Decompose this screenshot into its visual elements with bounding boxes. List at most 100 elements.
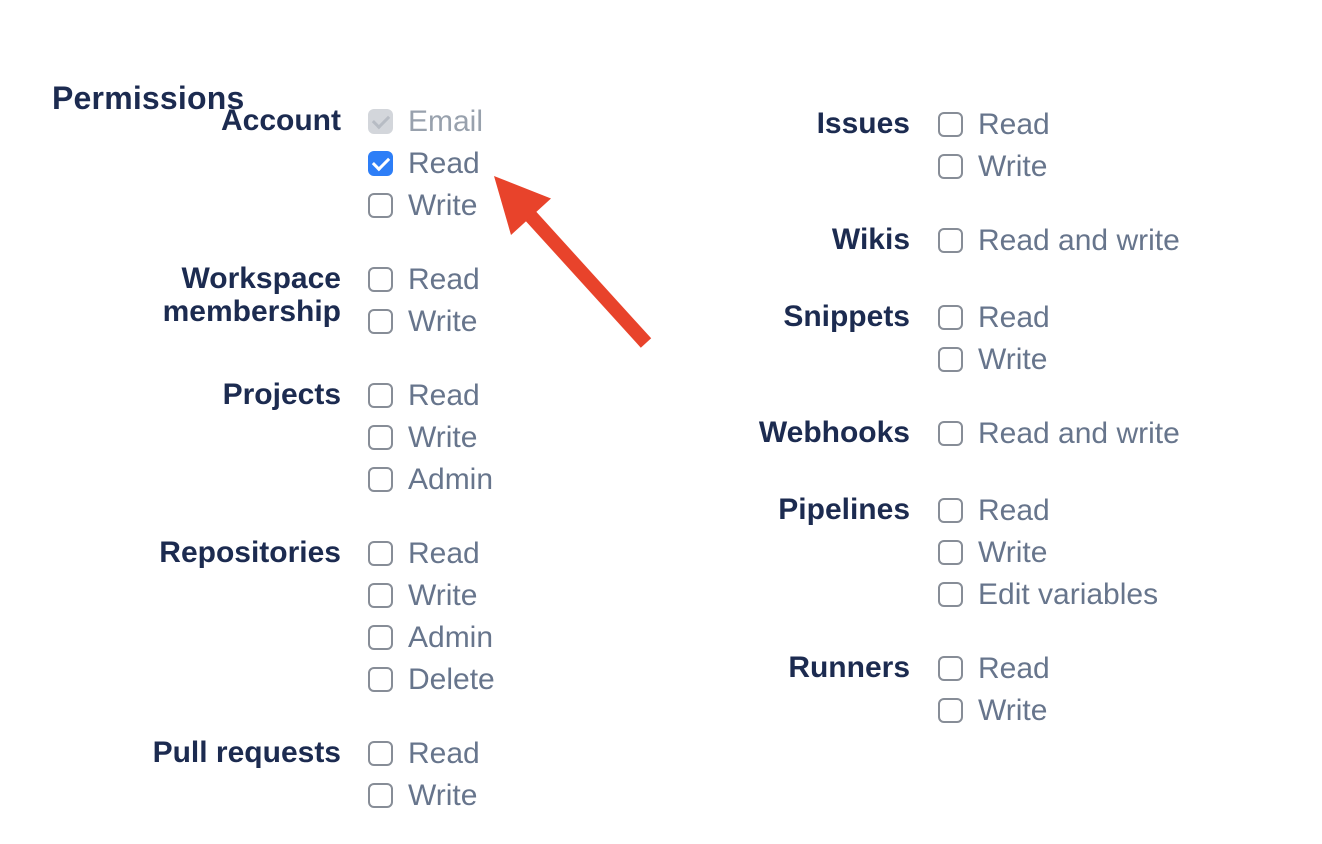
snippets-write-label[interactable]: Write	[978, 342, 1048, 376]
wikis-read-and-write-label[interactable]: Read and write	[978, 223, 1180, 257]
webhooks-read-and-write-label[interactable]: Read and write	[978, 416, 1180, 450]
workspace-membership-read-checkbox[interactable]	[368, 267, 393, 292]
repositories-delete-label[interactable]: Delete	[408, 662, 495, 696]
snippets-write-checkbox[interactable]	[938, 347, 963, 372]
option-row-pipelines-read: Read	[938, 493, 1158, 527]
runners-read-checkbox[interactable]	[938, 656, 963, 681]
issues-read-label[interactable]: Read	[978, 107, 1050, 141]
option-row-repositories-write: Write	[368, 578, 495, 612]
pull-requests-read-label[interactable]: Read	[408, 736, 480, 770]
account-read-checkbox[interactable]	[368, 151, 393, 176]
workspace-membership-write-label[interactable]: Write	[408, 304, 478, 338]
pull-requests-read-checkbox[interactable]	[368, 741, 393, 766]
option-row-snippets-write: Write	[938, 342, 1050, 376]
projects-admin-checkbox[interactable]	[368, 467, 393, 492]
option-row-pipelines-edit-variables: Edit variables	[938, 577, 1159, 611]
pull-requests-write-checkbox[interactable]	[368, 783, 393, 808]
runners-read-label[interactable]: Read	[978, 651, 1050, 685]
option-row-snippets-read: Read	[938, 300, 1050, 334]
option-row-account-email: Email	[368, 104, 484, 138]
runners-write-label[interactable]: Write	[978, 693, 1048, 727]
group-label-projects: Projects	[222, 378, 341, 411]
pipelines-write-checkbox[interactable]	[938, 540, 963, 565]
option-row-projects-read: Read	[368, 378, 493, 412]
repositories-read-checkbox[interactable]	[368, 541, 393, 566]
option-row-wikis-read-and-write: Read and write	[938, 223, 1180, 257]
projects-read-label[interactable]: Read	[408, 378, 480, 412]
account-write-checkbox[interactable]	[368, 193, 393, 218]
option-row-pull-requests-write: Write	[368, 778, 480, 812]
annotation-arrow-head	[494, 176, 551, 235]
pipelines-edit-variables-label[interactable]: Edit variables	[978, 577, 1159, 611]
projects-read-checkbox[interactable]	[368, 383, 393, 408]
repositories-admin-checkbox[interactable]	[368, 625, 393, 650]
pipelines-read-label[interactable]: Read	[978, 493, 1050, 527]
snippets-read-checkbox[interactable]	[938, 305, 963, 330]
group-label-runners: Runners	[788, 651, 910, 684]
projects-admin-label[interactable]: Admin	[408, 462, 494, 496]
workspace-membership-write-checkbox[interactable]	[368, 309, 393, 334]
option-row-pull-requests-read: Read	[368, 736, 480, 770]
runners-write-checkbox[interactable]	[938, 698, 963, 723]
permission-group-wikis: Wikis Read and write	[700, 223, 1180, 257]
group-label-account: Account	[221, 104, 341, 137]
page-title: Permissions	[52, 80, 245, 116]
group-options-wikis: Read and write	[938, 223, 1180, 257]
repositories-delete-checkbox[interactable]	[368, 667, 393, 692]
option-row-projects-write: Write	[368, 420, 493, 454]
group-label-workspace-membership: Workspace membership	[162, 262, 341, 328]
group-label-wikis: Wikis	[831, 223, 910, 256]
pipelines-edit-variables-checkbox[interactable]	[938, 582, 963, 607]
account-write-label[interactable]: Write	[408, 188, 478, 222]
option-row-account-read: Read	[368, 146, 483, 180]
annotation-arrow-shaft	[521, 207, 652, 348]
pull-requests-write-label[interactable]: Write	[408, 778, 478, 812]
repositories-admin-label[interactable]: Admin	[408, 620, 494, 654]
option-row-workspace-membership-write: Write	[368, 304, 480, 338]
repositories-read-label[interactable]: Read	[408, 536, 480, 570]
account-email-checkbox	[368, 109, 393, 134]
option-row-issues-write: Write	[938, 149, 1050, 183]
option-row-repositories-delete: Delete	[368, 662, 495, 696]
projects-write-label[interactable]: Write	[408, 420, 478, 454]
repositories-write-label[interactable]: Write	[408, 578, 478, 612]
option-row-workspace-membership-read: Read	[368, 262, 480, 296]
group-label-repositories: Repositories	[159, 536, 341, 569]
issues-read-checkbox[interactable]	[938, 112, 963, 137]
group-options-webhooks: Read and write	[938, 416, 1180, 450]
account-read-label[interactable]: Read	[408, 146, 480, 180]
issues-write-label[interactable]: Write	[978, 149, 1048, 183]
wikis-read-and-write-checkbox[interactable]	[938, 228, 963, 253]
pipelines-write-label[interactable]: Write	[978, 535, 1048, 569]
permission-group-webhooks: Webhooks Read and write	[700, 416, 1180, 450]
option-row-pipelines-write: Write	[938, 535, 1158, 569]
option-row-repositories-read: Read	[368, 536, 495, 570]
group-label-pipelines: Pipelines	[778, 493, 910, 526]
webhooks-read-and-write-checkbox[interactable]	[938, 421, 963, 446]
option-row-account-write: Write	[368, 188, 483, 222]
account-email-label: Email	[408, 104, 484, 138]
issues-write-checkbox[interactable]	[938, 154, 963, 179]
workspace-membership-read-label[interactable]: Read	[408, 262, 480, 296]
projects-write-checkbox[interactable]	[368, 425, 393, 450]
group-label-webhooks: Webhooks	[758, 416, 910, 449]
option-row-issues-read: Read	[938, 107, 1050, 141]
pipelines-read-checkbox[interactable]	[938, 498, 963, 523]
group-label-issues: Issues	[816, 107, 910, 140]
snippets-read-label[interactable]: Read	[978, 300, 1050, 334]
repositories-write-checkbox[interactable]	[368, 583, 393, 608]
group-label-pull-requests: Pull requests	[152, 736, 341, 769]
